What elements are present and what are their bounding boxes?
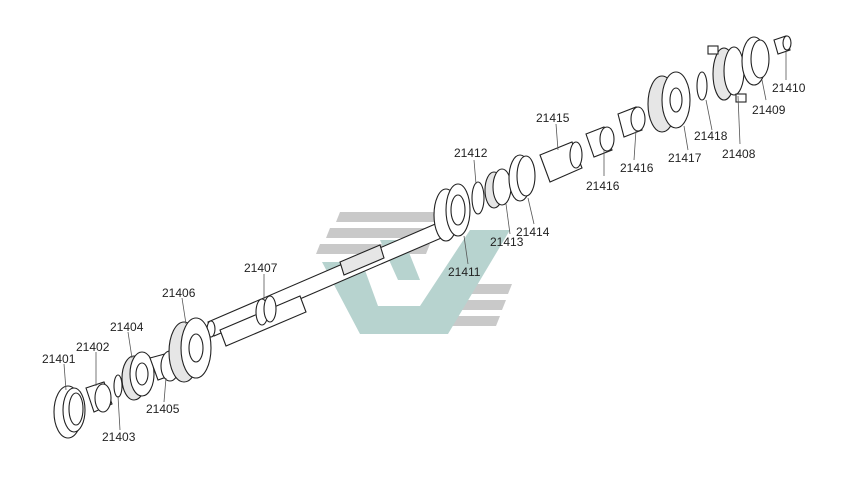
part-labels: 21401 21402 21403 21404 21405 21406 2140… — [42, 81, 806, 444]
washer-21418 — [696, 71, 708, 101]
part-label-21412: 21412 — [454, 146, 488, 160]
clutch-hub-21408 — [707, 45, 747, 103]
washer-21412 — [471, 181, 485, 215]
part-label-21405: 21405 — [146, 402, 180, 416]
part-label-21415: 21415 — [536, 111, 570, 125]
part-label-21402: 21402 — [76, 340, 110, 354]
leader-lines — [63, 52, 787, 431]
ring-21414 — [508, 154, 536, 202]
bearing-21416-right — [617, 106, 646, 138]
part-label-21406: 21406 — [162, 286, 196, 300]
bearing-21416-left — [585, 126, 615, 158]
part-label-21404: 21404 — [110, 320, 144, 334]
bearing-21411 — [433, 183, 471, 242]
part-label-21403: 21403 — [102, 430, 136, 444]
shaft-collar-21407 — [255, 295, 277, 326]
needle-bearing-21402 — [85, 381, 113, 413]
gear-21417 — [647, 71, 691, 133]
sleeve-21415 — [539, 141, 583, 183]
helical-gear-21406 — [168, 317, 212, 383]
gear-21404 — [121, 351, 155, 401]
part-label-21407: 21407 — [244, 261, 278, 275]
part-label-21408: 21408 — [722, 147, 756, 161]
part-label-21417: 21417 — [668, 151, 702, 165]
part-label-21411: 21411 — [448, 265, 481, 279]
part-label-21418: 21418 — [694, 129, 728, 143]
part-label-21410: 21410 — [772, 81, 806, 95]
watermark-logo — [316, 212, 512, 334]
cap-21410 — [773, 35, 792, 55]
part-label-21401: 21401 — [42, 352, 76, 366]
part-label-21416-right: 21416 — [620, 161, 654, 175]
part-label-21413: 21413 — [490, 235, 524, 249]
snap-ring-21403 — [113, 374, 123, 398]
part-label-21416-left: 21416 — [586, 179, 620, 193]
seal-ring-21401 — [53, 385, 86, 439]
gear-21413 — [484, 168, 512, 209]
ring-21409 — [741, 36, 770, 86]
part-label-21409: 21409 — [752, 103, 786, 117]
part-label-21414: 21414 — [516, 225, 550, 239]
